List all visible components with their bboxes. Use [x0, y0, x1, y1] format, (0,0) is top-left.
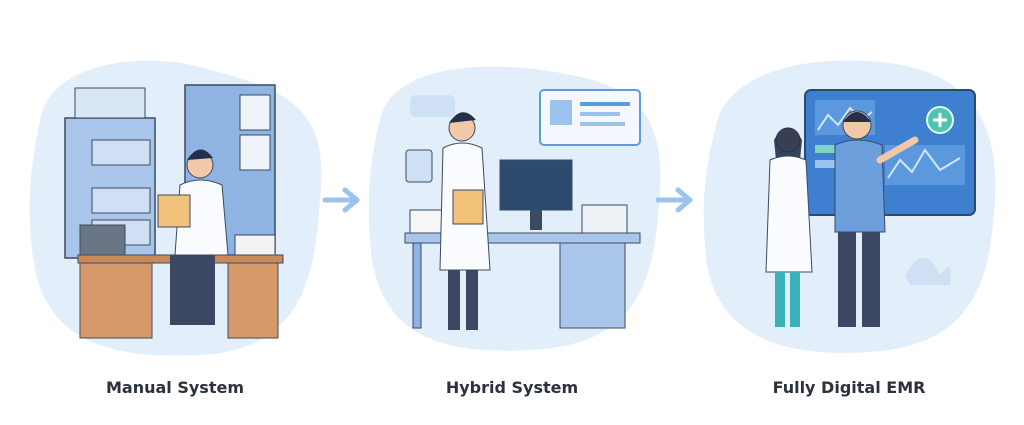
- stage-label-digital: Fully Digital EMR: [772, 378, 926, 397]
- doctor-female: [765, 127, 813, 327]
- chat-bubble-icon: [410, 95, 455, 117]
- desk: [404, 159, 641, 329]
- plant-decoration: [905, 257, 952, 285]
- stage-label-manual: Manual System: [106, 378, 244, 397]
- doctor-standing: [405, 112, 491, 330]
- bookshelf: [184, 84, 276, 256]
- clinician-touching-screen: [834, 110, 919, 327]
- wall-screen: [539, 89, 641, 146]
- hybrid-system-scene: [368, 66, 661, 351]
- doctor-seated: [157, 149, 229, 325]
- fully-digital-emr-scene: [703, 60, 996, 353]
- arrow-right-icon: [655, 187, 693, 213]
- arrow-right-icon: [322, 187, 360, 213]
- stage-label-hybrid: Hybrid System: [445, 378, 579, 397]
- manual-system-scene: [29, 60, 322, 356]
